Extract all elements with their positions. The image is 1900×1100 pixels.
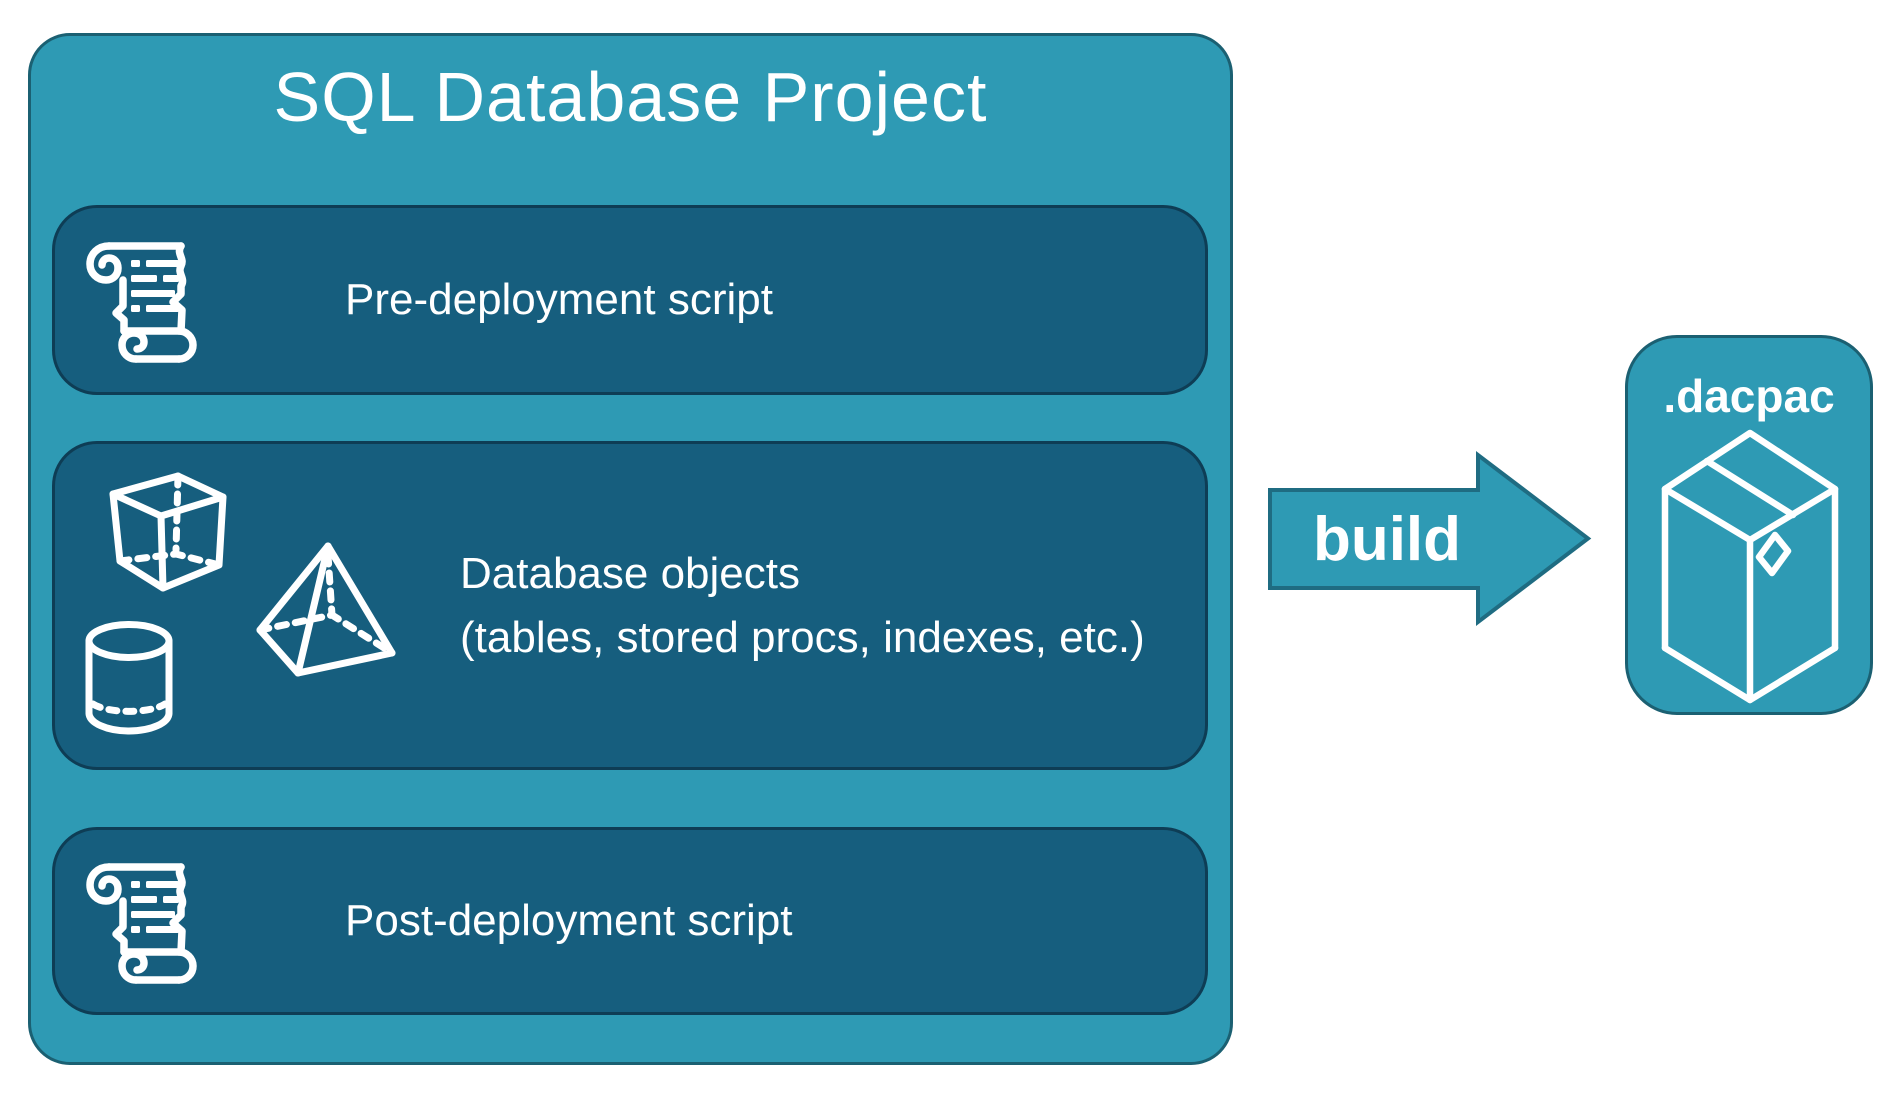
cube-icon <box>108 468 228 599</box>
scroll-icon <box>79 234 197 374</box>
package-icon <box>1660 425 1840 710</box>
scroll-icon <box>79 855 197 995</box>
build-arrow-label: build <box>1312 504 1462 574</box>
post-deployment-box: Post-deployment script <box>52 827 1208 1015</box>
database-objects-line1: Database objects <box>460 548 800 598</box>
pre-deployment-label: Pre-deployment script <box>345 275 773 324</box>
cylinder-icon <box>85 620 177 743</box>
project-title: SQL Database Project <box>273 58 988 136</box>
dacpac-label: .dacpac <box>1663 370 1835 422</box>
database-objects-box: Database objects (tables, stored procs, … <box>52 441 1208 770</box>
database-objects-line2: (tables, stored procs, indexes, etc.) <box>460 612 1145 662</box>
pyramid-icon <box>255 541 397 686</box>
post-deployment-label: Post-deployment script <box>345 896 793 945</box>
pre-deployment-box: Pre-deployment script <box>52 205 1208 395</box>
database-objects-label: Database objects (tables, stored procs, … <box>460 444 1145 767</box>
build-arrow <box>1262 448 1598 635</box>
